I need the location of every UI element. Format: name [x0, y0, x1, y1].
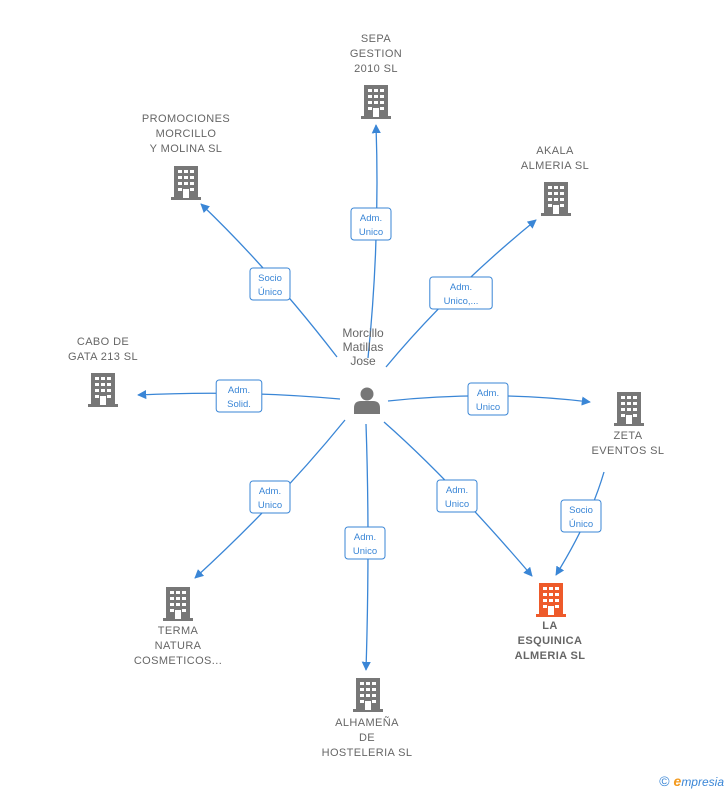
- edge-label-box: [350, 207, 392, 241]
- company-label-line: AKALA: [536, 145, 574, 157]
- edge-label-text: Adm.: [228, 385, 250, 396]
- person-icon: [354, 387, 380, 414]
- edge-label-text: Unico,...: [444, 296, 479, 307]
- company-node-esquinica[interactable]: LA ESQUINICA ALMERIA SL: [515, 583, 586, 662]
- edge-label-text: Adm.: [259, 486, 281, 497]
- copyright-icon: ©: [659, 773, 670, 789]
- company-node-sepa[interactable]: SEPA GESTION 2010 SL: [350, 33, 402, 119]
- company-label-line: MORCILLO: [156, 128, 217, 140]
- company-label-line: Y MOLINA SL: [150, 143, 223, 155]
- person-name-line: Morcillo: [342, 326, 384, 340]
- company-label-line: ALMERIA SL: [515, 650, 586, 662]
- edge-label-alhamena[interactable]: Adm. Unico: [344, 526, 386, 560]
- edge-label-text: Unico: [258, 500, 282, 511]
- company-label-line: DE: [359, 732, 375, 744]
- edge-label-box: [215, 379, 263, 413]
- edge-label-text: Unico: [359, 227, 383, 238]
- edge-sepa: [367, 124, 381, 359]
- company-label-line: EVENTOS SL: [592, 445, 665, 457]
- edge-label-text: Único: [258, 287, 282, 298]
- edge-label-text: Adm.: [450, 282, 472, 293]
- brand-logo[interactable]: empresia: [674, 773, 724, 789]
- edge-label-box: [249, 267, 291, 301]
- edge-label-box: [467, 382, 509, 416]
- edge-label-text: Adm.: [477, 388, 499, 399]
- edge-label-text: Unico: [353, 546, 377, 557]
- company-label-line: TERMA: [158, 625, 199, 637]
- edge-label-text: Adm.: [354, 532, 376, 543]
- edge-label-esquinica[interactable]: Adm. Unico: [436, 479, 478, 513]
- brand-initial: e: [673, 773, 682, 789]
- company-label-line: CABO DE: [77, 336, 129, 348]
- edge-label-text: Socio: [258, 273, 282, 284]
- company-node-cabo[interactable]: CABO DE GATA 213 SL: [68, 336, 138, 407]
- company-label-line: GESTION: [350, 48, 402, 60]
- footer-credit: © empresia: [659, 773, 724, 789]
- company-node-promociones[interactable]: PROMOCIONES MORCILLO Y MOLINA SL: [142, 113, 230, 200]
- company-label-line: COSMETICOS...: [134, 655, 222, 667]
- building-icon: [353, 678, 383, 712]
- company-label-line: 2010 SL: [354, 63, 398, 75]
- edge-label-terma[interactable]: Adm. Unico: [249, 480, 291, 514]
- company-label-line: ESQUINICA: [518, 635, 583, 647]
- edge-label-text: Solid.: [227, 399, 251, 410]
- edge-label-text: Adm.: [446, 485, 468, 496]
- edge-label-akala[interactable]: Adm. Unico,...: [429, 276, 493, 310]
- building-icon: [163, 587, 193, 621]
- company-node-terma[interactable]: TERMA NATURA COSMETICOS...: [134, 587, 222, 667]
- building-icon: [536, 583, 566, 617]
- company-label-line: ALHAMEÑA: [335, 716, 399, 729]
- building-icon: [361, 85, 391, 119]
- person-name-line: Jose: [350, 354, 376, 368]
- brand-name: mpresia: [681, 775, 724, 789]
- edge-label-text: Único: [569, 519, 593, 530]
- company-label-line: ALMERIA SL: [521, 160, 589, 172]
- building-icon: [541, 182, 571, 216]
- company-node-zeta[interactable]: ZETA EVENTOS SL: [592, 392, 665, 457]
- edge-label-cabo[interactable]: Adm. Solid.: [215, 379, 263, 413]
- company-node-akala[interactable]: AKALA ALMERIA SL: [521, 145, 589, 216]
- company-label-line: ZETA: [614, 430, 643, 442]
- edge-label-text: Unico: [476, 402, 500, 413]
- company-label-line: NATURA: [155, 640, 202, 652]
- building-icon: [614, 392, 644, 426]
- edge-label-zeta[interactable]: Adm. Unico: [467, 382, 509, 416]
- company-node-alhamena[interactable]: ALHAMEÑA DE HOSTELERIA SL: [322, 678, 413, 759]
- company-label-line: PROMOCIONES: [142, 113, 230, 125]
- person-name-line: Matillas: [343, 340, 384, 354]
- edge-label-text: Unico: [445, 499, 469, 510]
- company-label-line: GATA 213 SL: [68, 351, 138, 363]
- edge-label-box: [436, 479, 478, 513]
- company-label-line: SEPA: [361, 33, 391, 45]
- building-icon: [88, 373, 118, 407]
- company-label-line: HOSTELERIA SL: [322, 747, 413, 759]
- edge-label-box: [344, 526, 386, 560]
- edge-label-box: [249, 480, 291, 514]
- building-icon: [171, 166, 201, 200]
- edge-label-text: Socio: [569, 505, 593, 516]
- edge-label-box: [560, 499, 602, 533]
- company-label-line: LA: [542, 620, 557, 632]
- edge-label-box: [429, 276, 493, 310]
- edge-label-text: Adm.: [360, 213, 382, 224]
- edge-label-sepa[interactable]: Adm. Unico: [350, 207, 392, 241]
